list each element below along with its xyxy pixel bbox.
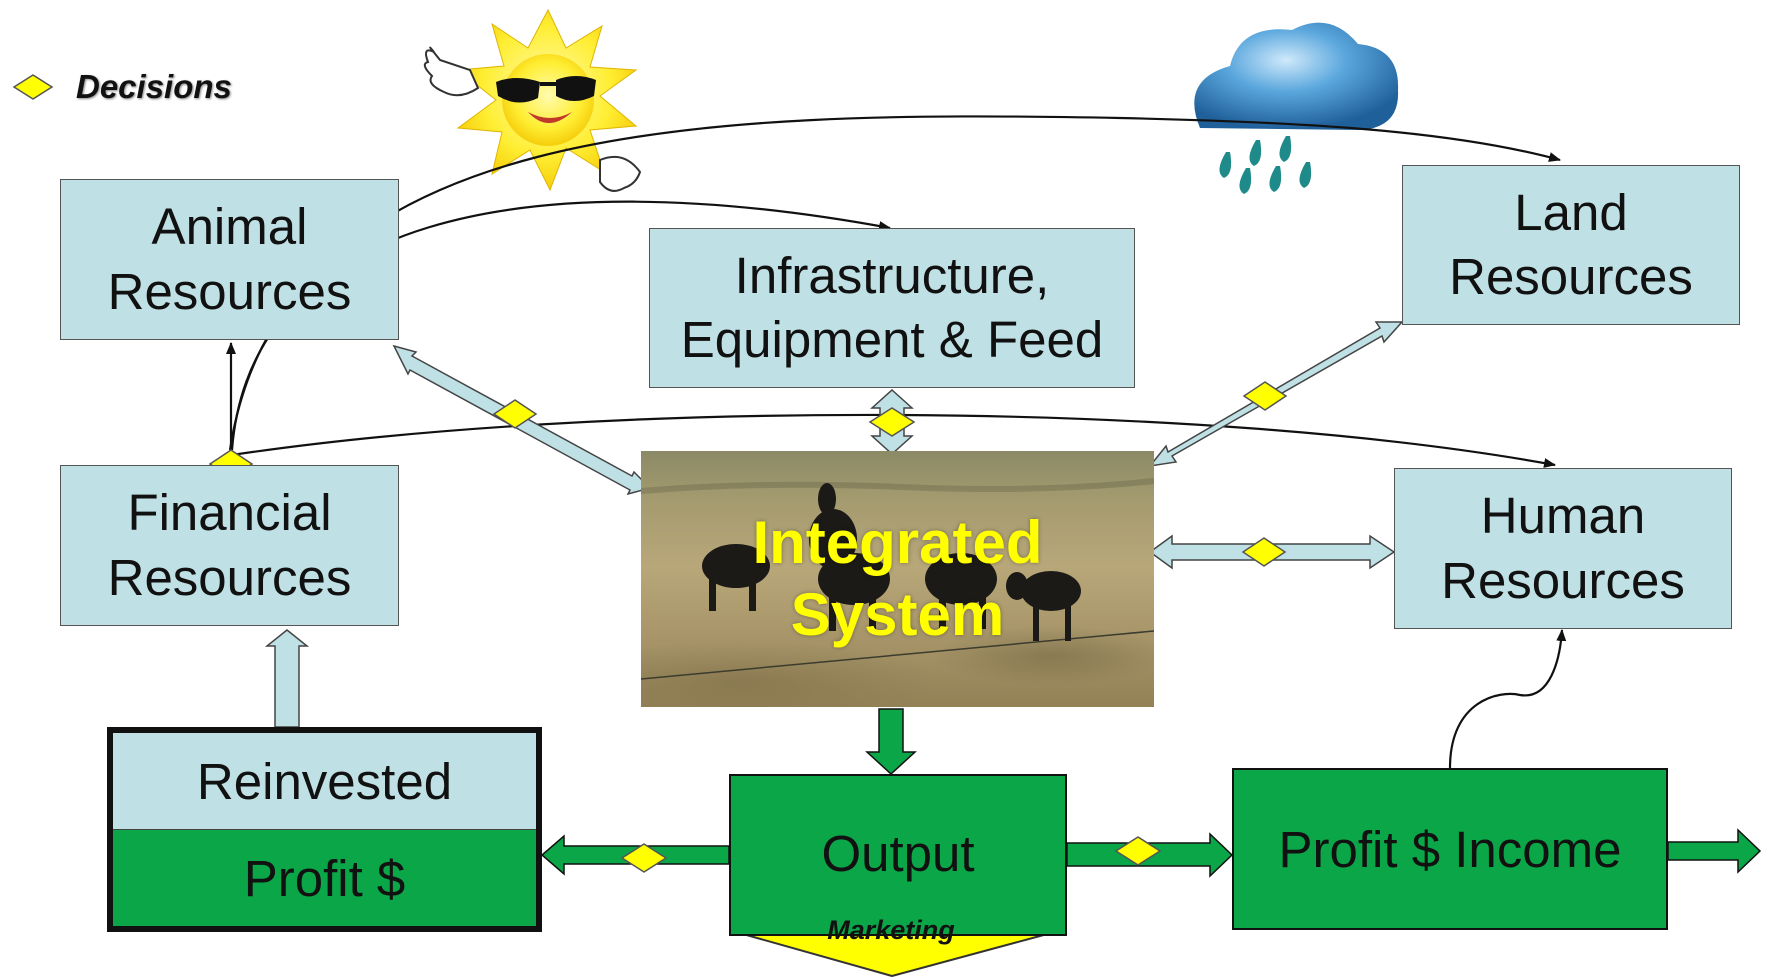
marketing-label: Marketing	[827, 915, 955, 945]
arrow-system-to-output	[865, 708, 917, 776]
box-line: Equipment & Feed	[680, 311, 1104, 368]
decision-diamond-icon	[868, 407, 916, 437]
decision-diamonds	[208, 381, 1288, 873]
cattle-photo	[641, 478, 1154, 680]
box-line: Animal	[151, 198, 308, 256]
decision-diamond-icon	[492, 399, 538, 429]
infrastructure-box: Infrastructure, Equipment & Feed	[649, 228, 1135, 388]
box-line: Resources	[1441, 551, 1685, 609]
sun-icon	[423, 8, 642, 192]
reinvested-label: Reinvested	[113, 733, 536, 830]
box-line: Land	[1514, 183, 1628, 241]
box-line: Resources	[1449, 248, 1693, 305]
legend-diamond-icon	[12, 74, 54, 100]
box-line: Resources	[107, 548, 352, 606]
arrow-profit-income-to-human	[1448, 629, 1567, 769]
decision-diamond-icon	[620, 843, 668, 873]
arrow-reinvested-to-financial	[264, 629, 310, 728]
reinvested-profit-box: Reinvested Profit $	[107, 727, 542, 932]
arrow-income-out	[1667, 828, 1762, 874]
profit-label: Profit $	[243, 850, 406, 907]
profit-income-label: Profit $ Income	[1278, 820, 1622, 878]
output-box: Output	[729, 774, 1067, 936]
title-line: Integrated	[752, 509, 1043, 576]
decision-diamond-icon	[1242, 381, 1288, 411]
decision-diamond-icon	[1114, 836, 1162, 866]
output-label: Output	[821, 825, 975, 882]
legend-decisions-label: Decisions	[76, 68, 232, 105]
box-line: Human	[1480, 487, 1646, 545]
decision-diamond-icon	[1241, 537, 1287, 567]
rain-cloud-icon	[1194, 22, 1399, 194]
integrated-system-title: Integrated System	[641, 507, 1154, 651]
profit-income-box: Profit $ Income	[1232, 768, 1668, 930]
box-line: Financial	[127, 484, 332, 542]
box-line: Resources	[107, 262, 352, 320]
integrated-system-panel: Integrated System	[641, 451, 1154, 707]
title-line: System	[790, 581, 1005, 648]
box-line: Infrastructure,	[734, 246, 1050, 304]
